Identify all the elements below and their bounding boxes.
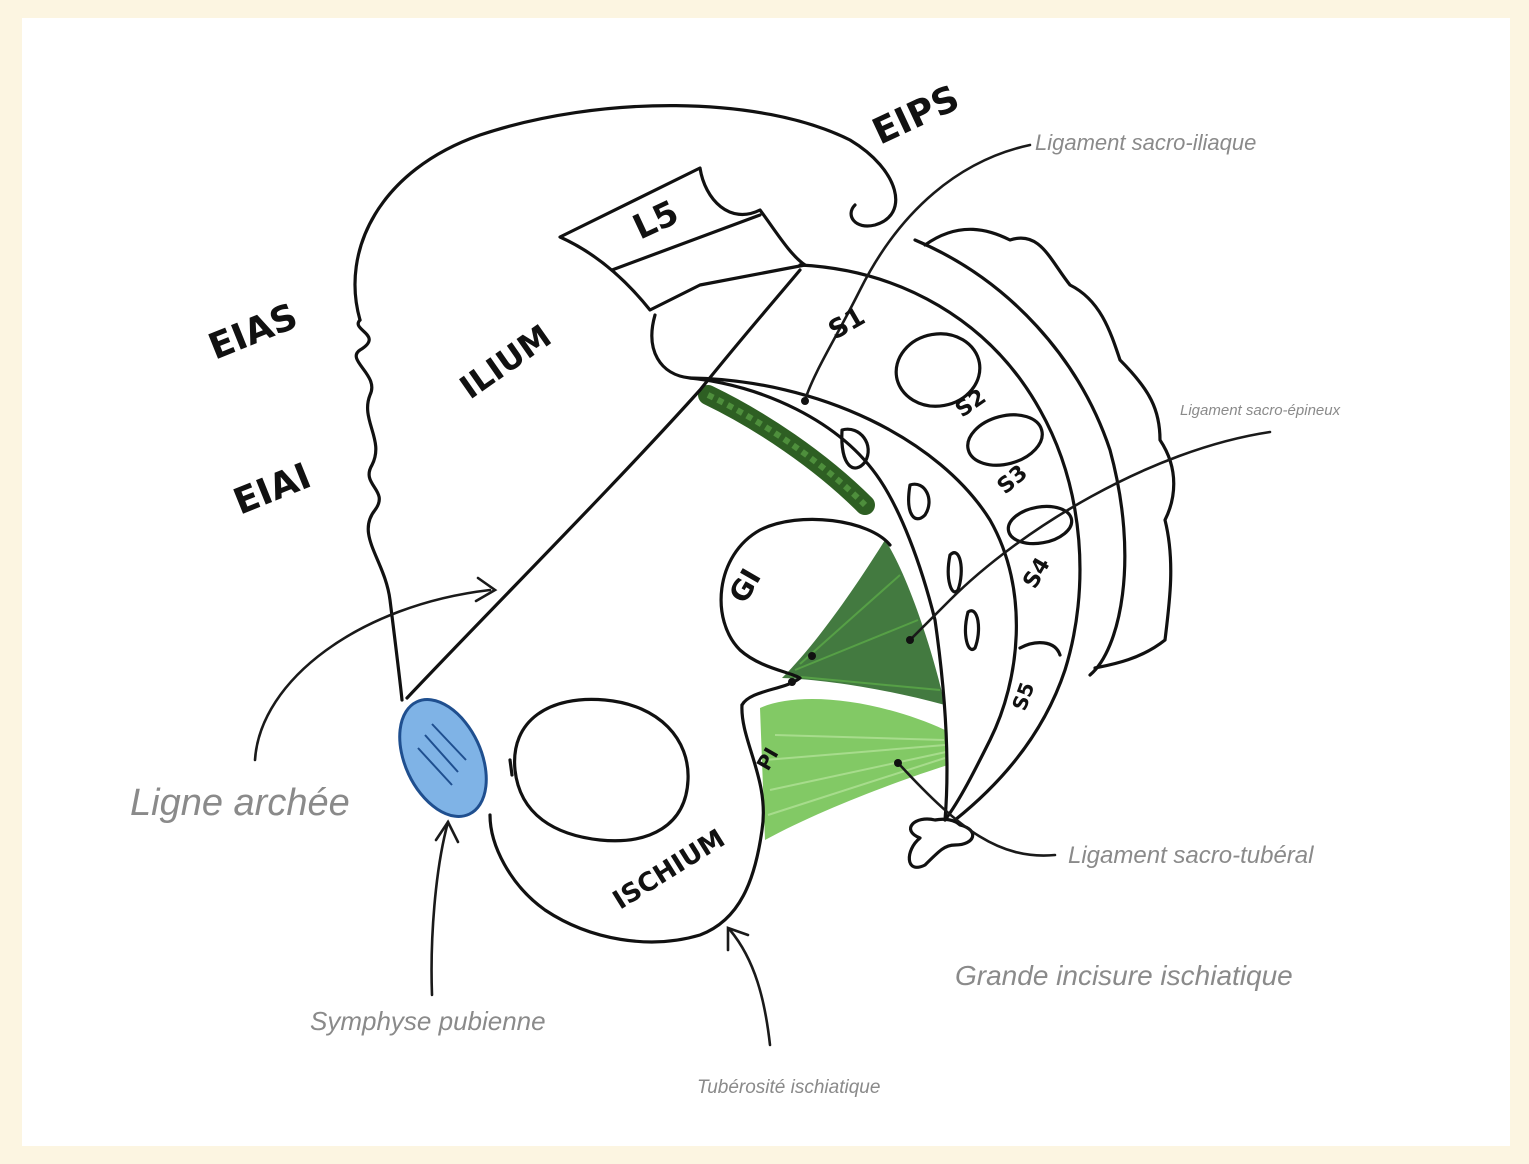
- s1-label: S1: [824, 302, 871, 346]
- pointer-lines: [255, 145, 1270, 1045]
- gi-label: GI: [722, 563, 767, 608]
- eips-label: EIPS: [866, 78, 965, 153]
- eiai-label: EIAI: [228, 456, 317, 524]
- caption-ligne-archee: Ligne archée: [130, 782, 350, 824]
- s2-label: S2: [951, 385, 991, 423]
- caption-symphyse: Symphyse pubienne: [310, 1006, 546, 1036]
- s4-label: S4: [1019, 554, 1056, 593]
- ischium-label: ISCHIUM: [608, 824, 731, 916]
- ilium-label: ILIUM: [453, 317, 558, 407]
- pubic-symphysis: [382, 686, 503, 831]
- caption-tuberosite: Tubérosité ischiatique: [697, 1077, 880, 1098]
- caption-sacro-epineux: Ligament sacro-épineux: [1180, 402, 1341, 419]
- caption-grande-incisure: Grande incisure ischiatique: [955, 960, 1293, 991]
- caption-sacro-tuberal: Ligament sacro-tubéral: [1068, 842, 1314, 869]
- s5-label: S5: [1007, 679, 1039, 714]
- caption-sacro-iliac: Ligament sacro-iliaque: [1035, 130, 1256, 155]
- eias-label: EIAS: [203, 296, 303, 368]
